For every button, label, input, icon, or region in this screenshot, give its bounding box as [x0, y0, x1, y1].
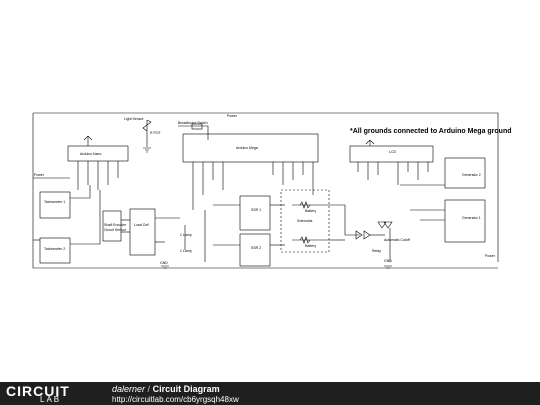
- battery-2-label: Battery: [305, 244, 316, 248]
- arduino-mega-label: Arduino Mega: [236, 146, 258, 150]
- solenoids-box: [280, 189, 330, 253]
- circuitlab-logo[interactable]: CIRCUIT: [6, 383, 70, 399]
- power-label-left: Power: [34, 173, 45, 177]
- breadboard-switch-label: Breadboard Switch: [178, 121, 208, 125]
- circuit-sensor-label: Circuit Sensor: [104, 228, 127, 232]
- wire: [178, 125, 209, 140]
- lcd: [349, 145, 434, 163]
- grounds-note: *All grounds connected to Arduino Mega g…: [350, 128, 512, 135]
- wire: [70, 190, 101, 245]
- wire: [330, 204, 360, 236]
- author-link[interactable]: dalerner: [112, 384, 146, 394]
- tachometer-1: [39, 191, 71, 219]
- load-cell: [129, 208, 156, 256]
- byline-separator: /: [147, 384, 151, 394]
- tachometer-2-label: Tachometer 2: [44, 247, 65, 251]
- power-label: Power: [227, 114, 238, 118]
- generator-2-label: Generator 2: [462, 173, 481, 177]
- wire: [377, 221, 387, 229]
- circuit-diagram: Light Sensor R POT Breadboard Switch Pow…: [32, 112, 512, 269]
- wire: [299, 201, 311, 209]
- ssr-1-label: SSR 1: [251, 208, 261, 212]
- lamp-1-label: 1 Lamp: [180, 233, 192, 237]
- rpot-label: R POT: [150, 131, 162, 135]
- tachometer-1-label: Tachometer 1: [44, 200, 65, 204]
- diode: [355, 230, 363, 240]
- circuit-title: Circuit Diagram: [152, 384, 220, 394]
- lamp-2-label: 1 Lamp: [180, 249, 192, 253]
- light-sensor-label: Light Sensor: [124, 117, 144, 121]
- wire: [299, 236, 311, 244]
- wire: [383, 221, 393, 229]
- power-label-right: Power: [485, 254, 496, 258]
- battery-1-label: Battery: [305, 209, 316, 213]
- generator-2: [444, 157, 486, 189]
- wire: [33, 112, 499, 262]
- footer-bar: CIRCUIT LAB dalerner / Circuit Diagram h…: [0, 382, 540, 405]
- wire: [365, 139, 375, 145]
- tachometer-2: [39, 237, 71, 264]
- load-cell-label: Load Cell: [134, 223, 149, 227]
- diode: [363, 230, 371, 240]
- generator-1-label: Generator 1: [462, 216, 481, 220]
- byline: dalerner / Circuit Diagram: [112, 384, 220, 394]
- relay-label: Relay: [372, 249, 381, 253]
- circuit-url-link[interactable]: http://circuitlab.com/cb6yrgsqh48xw: [112, 395, 239, 404]
- wire: [32, 113, 498, 269]
- generator-1: [444, 199, 486, 243]
- lcd-label: LCD: [389, 150, 396, 154]
- solenoids-label: Solenoids: [297, 219, 313, 223]
- arduino-mega: [182, 133, 319, 163]
- gnd-label-1: GND: [160, 261, 168, 265]
- shaft-encoder: [102, 210, 122, 242]
- circuitlab-logo-sub: LAB: [40, 395, 62, 404]
- wire: [142, 119, 152, 132]
- gnd-icon: [143, 147, 151, 153]
- arduino-nano-label: Arduino Nano: [80, 152, 101, 156]
- ssr-2-label: SSR 2: [251, 246, 261, 250]
- gnd-label-2: GND: [384, 259, 392, 263]
- ssr-1: [239, 195, 271, 231]
- shaft-encoder-label: Shaft Encoder: [104, 223, 127, 227]
- gnd-icon: [161, 265, 169, 269]
- breadboard-switch: [191, 123, 203, 130]
- automatic-cutoff-label: Automatic Cutoff: [384, 238, 410, 242]
- gnd-icon: [384, 265, 392, 269]
- ssr-2: [239, 233, 271, 267]
- wire: [83, 135, 93, 141]
- wire: [70, 185, 91, 199]
